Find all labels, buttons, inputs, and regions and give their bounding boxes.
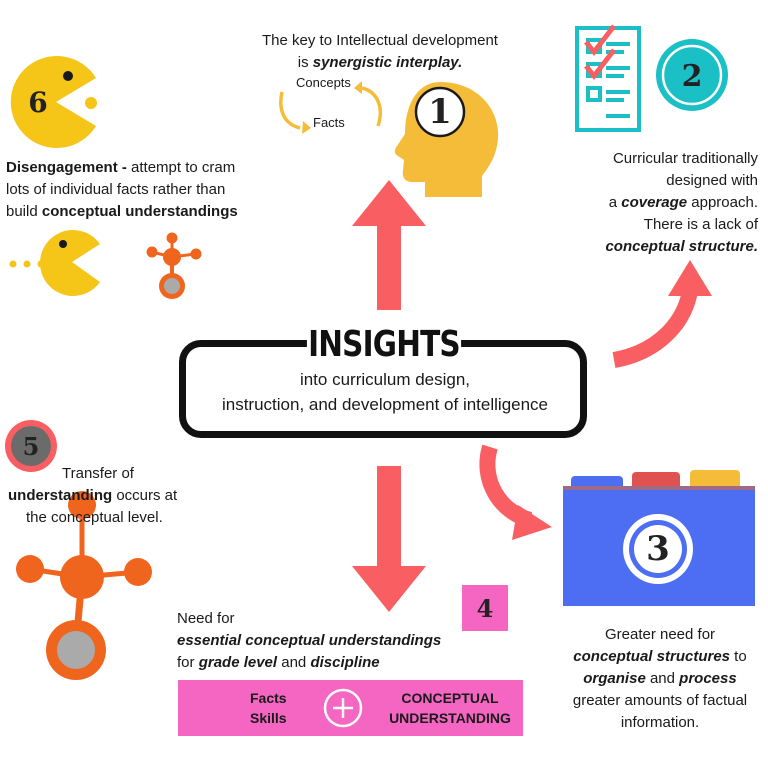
facts-label: Facts (313, 115, 345, 130)
conceptual-understanding-label: CONCEPTUAL UNDERSTANDING (389, 690, 511, 726)
transfer-text: Transfer of understanding occurs at the … (8, 465, 178, 526)
number-4-badge-icon (462, 585, 508, 631)
number-5-label: 5 (22, 431, 40, 461)
need-text: Need for essential conceptual understand… (177, 610, 442, 671)
pacman-small-icon (9, 230, 100, 296)
number-4-label: 4 (476, 593, 494, 623)
pacman-large-icon (10, 56, 97, 149)
number-5-badge-icon (5, 420, 57, 472)
disengage-text: Disengagement - attempt to cram lots of … (6, 159, 238, 220)
insights-title: INSIGHTS (306, 322, 462, 368)
insights-subtitle-line1: into curriculum design, (299, 370, 471, 389)
number-2-badge-icon (656, 39, 728, 111)
checklist-icon (575, 24, 641, 132)
molecule-large-icon (16, 491, 152, 680)
concept-loop-arrows-icon (279, 81, 383, 134)
insights-subtitle-line2: instruction, and development of intellig… (221, 395, 549, 414)
top-text-line2: is synergistic interplay. (297, 54, 463, 71)
curricular-text: Curricular traditionally designed with a… (605, 150, 758, 255)
curved-arrow-right-down-icon (479, 444, 552, 540)
arrow-down-icon (352, 466, 426, 612)
number-2-label: 2 (681, 58, 703, 94)
folder-text: Greater need for conceptual structures t… (572, 626, 748, 731)
plus-circle-icon (323, 688, 363, 728)
curved-arrow-right-up-icon (612, 260, 712, 368)
number-6-label: 6 (28, 85, 48, 119)
arrow-up-icon (352, 180, 426, 310)
concepts-label: Concepts (296, 75, 351, 90)
facts-skills-labels: Facts Skills (250, 690, 287, 726)
number-1-label: 1 (428, 92, 452, 132)
molecule-small-icon (146, 232, 202, 299)
number-3-label: 3 (646, 529, 670, 569)
top-text-line1: The key to Intellectual development (262, 32, 498, 49)
head-icon (394, 82, 499, 197)
folder-icon (563, 470, 755, 606)
